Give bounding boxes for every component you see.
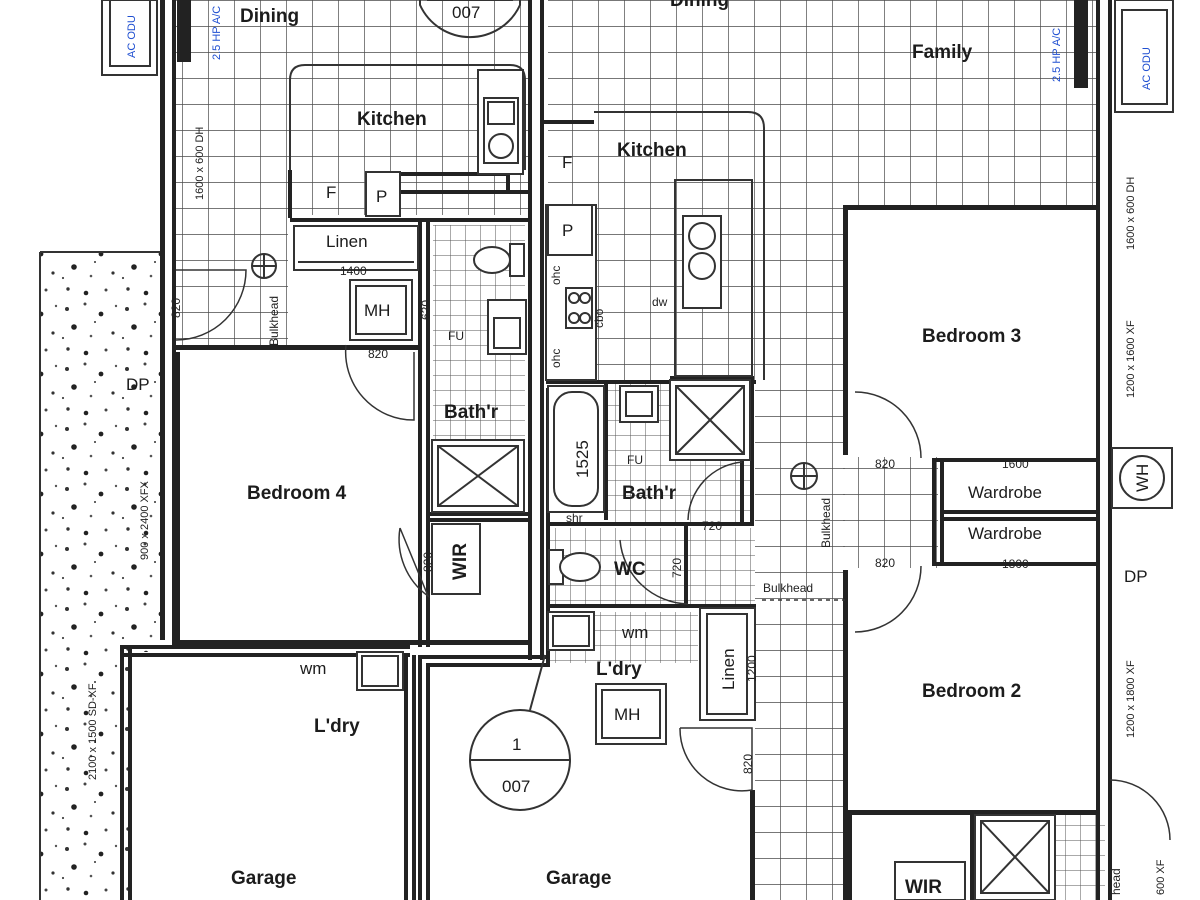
dim-door-820-e: 820 bbox=[875, 556, 895, 570]
pantry-right-label: P bbox=[562, 221, 573, 240]
room-kitchen-left: Kitchen bbox=[357, 109, 427, 130]
shower-right-icon bbox=[669, 379, 751, 461]
fridge-right-label: F bbox=[562, 153, 572, 172]
room-wir-left: WIR bbox=[450, 543, 471, 580]
bathtub-icon bbox=[547, 385, 605, 513]
door-swings bbox=[175, 269, 1171, 841]
sink-left-icon bbox=[483, 97, 519, 164]
room-wir-right: WIR bbox=[905, 877, 942, 898]
walls bbox=[120, 0, 1112, 900]
room-wardrobe-upper: Wardrobe bbox=[968, 483, 1042, 502]
dim-wardrobe-lower: 1800 bbox=[1002, 557, 1029, 571]
dim-door-820-d: 820 bbox=[875, 457, 895, 471]
window-left-dining: 1600 x 600 DH bbox=[194, 127, 206, 200]
dp-right-label: DP bbox=[1124, 567, 1148, 586]
exhaust-fan-icon bbox=[251, 253, 818, 490]
dim-door-820-c: 820 bbox=[421, 552, 435, 572]
dim-door-820-b: 820 bbox=[169, 298, 183, 318]
cooktop-label: cbo bbox=[592, 308, 606, 328]
section-marker-top bbox=[419, 0, 521, 39]
room-laundry-right: L'dry bbox=[596, 659, 642, 680]
room-kitchen-right: Kitchen bbox=[617, 140, 687, 161]
wh-label: WH bbox=[1133, 464, 1152, 492]
bath-length-label: 1525 bbox=[573, 440, 592, 478]
fu-left-label: FU bbox=[448, 329, 464, 343]
dim-door-820-f: 820 bbox=[741, 754, 755, 774]
toilet-right-icon bbox=[548, 549, 601, 585]
room-wardrobe-lower: Wardrobe bbox=[968, 524, 1042, 543]
shower-bottom-icon bbox=[974, 814, 1056, 900]
window-bottom-right: 600 XF bbox=[1155, 859, 1167, 895]
mh-right-label: MH bbox=[614, 705, 640, 724]
dim-door-620: 620 bbox=[419, 300, 433, 320]
room-bedroom-4: Bedroom 4 bbox=[247, 483, 347, 504]
ac-unit-left-icon bbox=[101, 0, 158, 76]
wm-right-label: wm bbox=[621, 623, 648, 642]
section-marker bbox=[469, 654, 571, 811]
room-garage-left: Garage bbox=[231, 868, 296, 889]
dishwasher-label: dw bbox=[652, 295, 668, 309]
dim-wardrobe-upper: 1600 bbox=[1002, 457, 1029, 471]
room-laundry-left: L'dry bbox=[314, 716, 360, 737]
sink-right-icon bbox=[682, 215, 722, 309]
window-bed3: 1200 x 1600 XF bbox=[1125, 320, 1137, 398]
room-bedroom-3: Bedroom 3 bbox=[922, 326, 1021, 347]
room-garage-right: Garage bbox=[546, 868, 611, 889]
room-linen-upper: Linen bbox=[326, 232, 368, 251]
cooktop-icon bbox=[565, 287, 593, 329]
fridge-left-label: F bbox=[326, 183, 336, 202]
window-right-dining: 1600 x 600 DH bbox=[1125, 177, 1137, 250]
dim-linen-height: 1200 bbox=[745, 655, 759, 682]
room-linen-lower: Linen bbox=[719, 648, 738, 690]
room-bedroom-2: Bedroom 2 bbox=[922, 681, 1021, 702]
dim-door-820-a: 820 bbox=[368, 347, 388, 361]
fu-label: FU bbox=[627, 453, 643, 467]
bulkhead-left-label: Bulkhead bbox=[267, 296, 281, 346]
water-heater-icon bbox=[1111, 447, 1173, 509]
bulkhead-center-label: Bulkhead bbox=[819, 498, 833, 548]
window-garage: 2100 x 1500 SD-XF bbox=[87, 683, 99, 780]
bulkhead-bottom-right-label: head bbox=[1109, 868, 1123, 895]
ac-text-left: 2.5 HP A/C bbox=[211, 6, 223, 60]
room-dining-right: Dining bbox=[670, 0, 729, 11]
ac-left-label: AC ODU bbox=[126, 15, 138, 58]
window-bed2: 1200 x 1800 XF bbox=[1125, 660, 1137, 738]
section-top-label: 007 bbox=[452, 3, 480, 22]
toilet-left-icon bbox=[473, 243, 525, 277]
room-dining-left: Dining bbox=[240, 6, 299, 27]
section-sheet: 007 bbox=[502, 777, 530, 796]
ac-unit-right-icon bbox=[1114, 0, 1174, 113]
room-fills bbox=[128, 212, 1096, 900]
section-number: 1 bbox=[512, 735, 521, 754]
room-family: Family bbox=[912, 42, 973, 63]
room-wc: WC bbox=[614, 559, 646, 580]
room-bathroom-left: Bath'r bbox=[444, 402, 499, 423]
wm-left-label: wm bbox=[299, 659, 326, 678]
window-bed4: 900 x 2400 XFX bbox=[139, 480, 151, 560]
dp-left-label: DP bbox=[126, 375, 150, 394]
dim-door-720-a: 720 bbox=[702, 519, 722, 533]
ohc-bottom-label: ohc bbox=[549, 349, 563, 368]
ac-text-right: 2.5 HP A/C bbox=[1051, 28, 1063, 82]
dim-door-720-b: 720 bbox=[670, 558, 684, 578]
dim-linen-width: 1400 bbox=[340, 264, 367, 278]
room-bathroom-right: Bath'r bbox=[622, 483, 677, 504]
bulkhead-horizontal-label: Bulkhead bbox=[763, 581, 813, 595]
mh-left-label: MH bbox=[364, 301, 390, 320]
shr-label: shr bbox=[566, 511, 583, 525]
ac-right-label: AC ODU bbox=[1141, 47, 1153, 90]
ohc-top-label: ohc bbox=[549, 266, 563, 285]
pantry-left-label: P bbox=[376, 187, 387, 206]
shower-left-icon bbox=[431, 439, 525, 513]
